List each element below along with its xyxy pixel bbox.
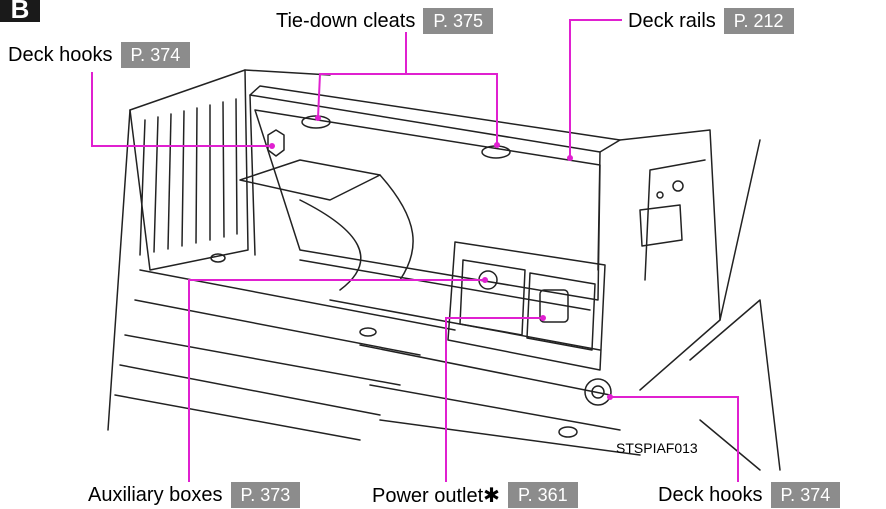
page-ref-power-outlet[interactable]: P. 361 [507, 482, 578, 508]
front-rail [249, 85, 621, 153]
leader-deck-hooks-top [91, 72, 272, 147]
page-ref-deck-rails[interactable]: P. 212 [723, 8, 794, 34]
power-outlet-box [526, 272, 596, 351]
auxiliary-box-panel [447, 241, 606, 371]
callout-label: Power outlet✱ [372, 484, 500, 507]
callout-power-outlet: Power outlet✱ P. 361 [372, 482, 578, 508]
callout-label: Deck rails [628, 9, 716, 32]
leader-tie-down [317, 32, 498, 145]
leader-aux-boxes [188, 279, 485, 482]
leader-power-outlet [445, 317, 543, 482]
callout-tie-down-cleats: Tie-down cleats P. 375 [276, 8, 494, 34]
page-ref-auxiliary-boxes[interactable]: P. 373 [230, 482, 301, 508]
page-ref-tie-down[interactable]: P. 375 [423, 8, 494, 34]
image-code: STSPIAF013 [616, 440, 698, 456]
callout-label: Tie-down cleats [276, 9, 416, 32]
page-ref-deck-hooks-bottom[interactable]: P. 374 [770, 482, 841, 508]
front-wall [254, 109, 601, 301]
leader-deck-rails [569, 19, 622, 158]
callout-deck-hooks-bottom: Deck hooks P. 374 [658, 482, 841, 508]
callout-deck-hooks-top: Deck hooks P. 374 [8, 42, 191, 68]
deck-hook-top [267, 129, 285, 157]
callout-label: Deck hooks [658, 483, 763, 506]
section-badge: B [0, 0, 40, 22]
callout-auxiliary-boxes: Auxiliary boxes P. 373 [88, 482, 301, 508]
callout-label: Deck hooks [8, 43, 113, 66]
callout-deck-rails: Deck rails P. 212 [628, 8, 794, 34]
page-ref-deck-hooks-top[interactable]: P. 374 [120, 42, 191, 68]
left-bed-wall [129, 69, 249, 271]
deck-hook-bottom [584, 378, 612, 406]
leader-deck-hooks-bottom [610, 396, 739, 482]
callout-label: Auxiliary boxes [88, 483, 223, 506]
